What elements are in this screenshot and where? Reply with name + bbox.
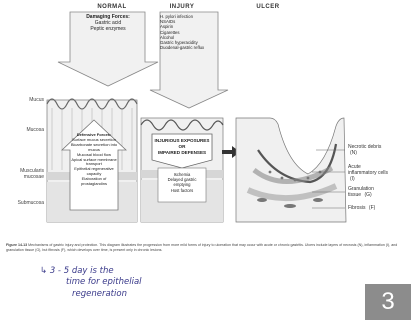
defensive-forces-text: Defensive Forces: Surface mucus secretio… — [70, 133, 118, 187]
handwritten-note-line3: regeneration — [72, 289, 127, 300]
page-number-badge: 3 — [365, 284, 411, 320]
figure-caption: Figure 14-13 Mechanisms of gastric injur… — [6, 243, 406, 253]
damaging-forces-text: Damaging Forces: Gastric acid Peptic enz… — [74, 14, 142, 32]
ulcer-label-necrotic: Necrotic debris (N) — [348, 144, 386, 156]
fibrosis-text: Fibrosis — [348, 205, 366, 211]
injury-factors-text: H. pylori infection NSAIDs Aspirin Cigar… — [160, 14, 218, 50]
layer-label-mucosa: Mucosa — [8, 127, 44, 133]
layer-label-muscularis: Muscularis mucosae — [4, 168, 44, 180]
impaired-list-text: Ischemia Delayed gastric emptying Host f… — [160, 172, 204, 193]
ulcer-label-fibrosis: Fibrosis (F) — [348, 205, 388, 211]
injury-factor: Duodenal-gastric reflux — [160, 45, 218, 50]
impaired-item: Host factors — [160, 188, 204, 193]
layer-label-submucosa: Submucosa — [4, 200, 44, 206]
granulation-tag: (G) — [364, 192, 371, 198]
injurious-line3: IMPAIRED DEFENSES — [152, 150, 212, 156]
necrotic-tag: (N) — [350, 150, 357, 156]
handwritten-note-line2: time for epithelial — [66, 277, 142, 288]
inflammation-tag: (I) — [350, 176, 355, 182]
fibrosis-tag: (F) — [369, 205, 375, 211]
damaging-item: Peptic enzymes — [74, 26, 142, 32]
caption-text: Mechanisms of gastric injury and protect… — [6, 243, 397, 252]
ulcer-label-inflammation: Acute inflammatory cells (I) — [348, 164, 388, 182]
layer-label-mucus: Mucus — [8, 97, 44, 103]
caption-figure-number: Figure 14-13 — [6, 243, 27, 247]
handwritten-note-line1: ↳ 3 - 5 day is the — [40, 266, 114, 277]
ulcer-label-granulation: Granulation tissue (G) — [348, 186, 388, 198]
injurious-exposures-text: INJURIOUS EXPOSURES OR IMPAIRED DEFENSES — [152, 138, 212, 156]
ulcer-tissue-block — [236, 118, 346, 222]
impaired-item: Delayed gastric emptying — [160, 177, 204, 187]
inflammation-text: Acute inflammatory cells — [348, 164, 388, 176]
defensive-item: Elaboration of prostaglandins — [70, 177, 118, 187]
